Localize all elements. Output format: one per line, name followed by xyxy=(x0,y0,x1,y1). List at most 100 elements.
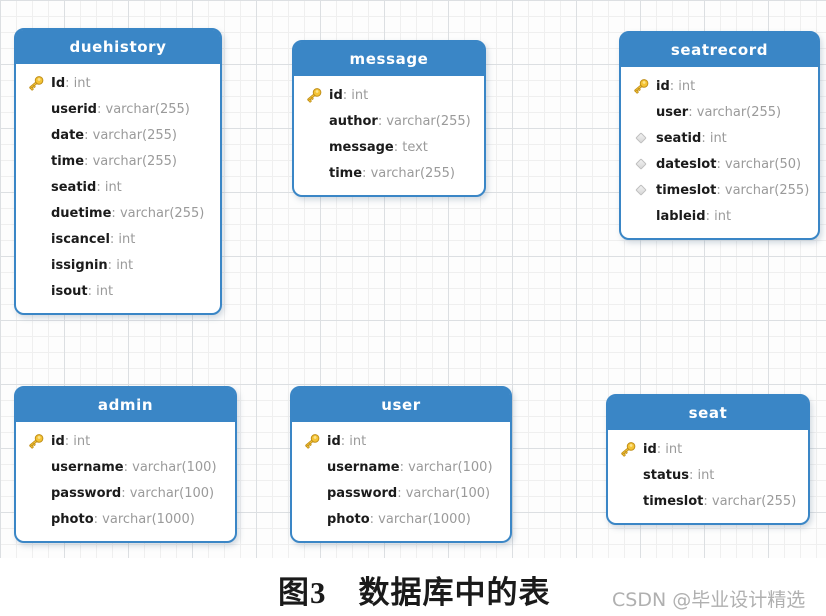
field-name: time xyxy=(329,165,363,181)
no-icon xyxy=(25,203,46,223)
field-name: lableid xyxy=(656,208,706,224)
primary-key-icon xyxy=(25,73,46,93)
field-type: int xyxy=(657,442,682,457)
field-type: varchar(255) xyxy=(362,166,455,181)
csdn-watermark: CSDN @毕业设计精选 xyxy=(612,589,806,611)
field-name: photo xyxy=(51,511,94,527)
field-type: varchar(50) xyxy=(716,157,801,172)
field-name: timeslot xyxy=(643,493,704,509)
field-name: status xyxy=(643,467,689,483)
field-type: int xyxy=(65,76,91,91)
field-row-seat-status: statusint xyxy=(617,462,800,488)
field-type: varchar(100) xyxy=(397,486,490,501)
no-icon xyxy=(630,206,651,226)
field-row-duehistory-time: timevarchar(255) xyxy=(25,148,212,174)
no-icon xyxy=(25,177,46,197)
field-row-message-time: timevarchar(255) xyxy=(303,160,476,186)
field-name: userid xyxy=(51,101,97,117)
field-name: timeslot xyxy=(656,182,717,198)
table-seatrecord[interactable]: seatrecordidintuservarchar(255)seatidint… xyxy=(619,31,820,240)
field-name: id xyxy=(643,441,657,457)
field-row-duehistory-iscancel: iscancelint xyxy=(25,226,212,252)
field-type: varchar(100) xyxy=(121,486,214,501)
table-title-user: user xyxy=(292,388,510,422)
field-name: time xyxy=(51,153,85,169)
field-row-duehistory-Id: Idint xyxy=(25,70,212,96)
field-row-seatrecord-lableid: lableidint xyxy=(630,203,810,229)
table-fields: idintusernamevarchar(100)passwordvarchar… xyxy=(16,422,235,541)
figure-caption: 图3 数据库中的表 xyxy=(278,575,551,610)
field-row-seat-timeslot: timeslotvarchar(255) xyxy=(617,488,800,514)
field-row-seatrecord-id: idint xyxy=(630,73,810,99)
table-fields: idintstatusinttimeslotvarchar(255) xyxy=(608,430,808,523)
no-icon xyxy=(25,281,46,301)
table-duehistory[interactable]: duehistoryIdintuseridvarchar(255)datevar… xyxy=(14,28,222,315)
no-icon xyxy=(25,99,46,119)
field-name: seatid xyxy=(51,179,97,195)
field-row-seatrecord-user: uservarchar(255) xyxy=(630,99,810,125)
field-row-duehistory-userid: useridvarchar(255) xyxy=(25,96,212,122)
no-icon xyxy=(630,102,651,122)
table-title-admin: admin xyxy=(16,388,235,422)
no-icon xyxy=(25,457,46,477)
field-type: varchar(255) xyxy=(378,114,470,129)
no-icon xyxy=(303,111,324,131)
table-title-seatrecord: seatrecord xyxy=(621,33,818,67)
field-type: int xyxy=(96,180,122,195)
field-type: varchar(255) xyxy=(111,206,204,221)
field-name: isout xyxy=(51,283,88,299)
no-icon xyxy=(25,229,46,249)
field-type: int xyxy=(108,258,133,273)
field-name: username xyxy=(51,459,124,475)
table-message[interactable]: messageidintauthorvarchar(255)messagetex… xyxy=(292,40,486,197)
no-icon xyxy=(617,491,638,511)
table-title-seat: seat xyxy=(608,396,808,430)
no-icon xyxy=(25,255,46,275)
table-fields: idintuservarchar(255)seatidintdateslotva… xyxy=(621,67,818,238)
field-row-seatrecord-timeslot: timeslotvarchar(255) xyxy=(630,177,810,203)
field-name: id xyxy=(329,87,343,103)
field-name: password xyxy=(327,485,398,501)
table-user[interactable]: useridintusernamevarchar(100)passwordvar… xyxy=(290,386,512,543)
field-type: varchar(1000) xyxy=(94,512,195,527)
no-icon xyxy=(617,465,638,485)
field-row-admin-id: idint xyxy=(25,428,227,454)
field-row-duehistory-issignin: issigninint xyxy=(25,252,212,278)
table-admin[interactable]: adminidintusernamevarchar(100)passwordva… xyxy=(14,386,237,543)
table-title-message: message xyxy=(294,42,484,76)
field-type: int xyxy=(689,468,714,483)
field-row-duehistory-duetime: duetimevarchar(255) xyxy=(25,200,212,226)
field-row-admin-password: passwordvarchar(100) xyxy=(25,480,227,506)
field-name: issignin xyxy=(51,257,108,273)
table-fields: Idintuseridvarchar(255)datevarchar(255)t… xyxy=(16,64,220,313)
field-type: int xyxy=(341,434,366,449)
field-name: photo xyxy=(327,511,370,527)
primary-key-icon xyxy=(25,431,46,451)
field-type: varchar(100) xyxy=(124,460,216,475)
field-type: int xyxy=(670,79,695,94)
field-name: Id xyxy=(51,75,66,91)
field-type: int xyxy=(88,284,113,299)
field-name: password xyxy=(51,485,122,501)
no-icon xyxy=(25,151,46,171)
no-icon xyxy=(25,125,46,145)
field-name: dateslot xyxy=(656,156,717,172)
field-row-user-username: usernamevarchar(100) xyxy=(301,454,502,480)
field-type: int xyxy=(110,232,135,247)
field-type: varchar(255) xyxy=(716,183,809,198)
field-row-duehistory-date: datevarchar(255) xyxy=(25,122,212,148)
field-type: varchar(1000) xyxy=(370,512,471,527)
field-name: date xyxy=(51,127,85,143)
field-type: int xyxy=(343,88,368,103)
table-seat[interactable]: seatidintstatusinttimeslotvarchar(255) xyxy=(606,394,810,525)
primary-key-icon xyxy=(301,431,322,451)
field-name: seatid xyxy=(656,130,702,146)
field-row-message-id: idint xyxy=(303,82,476,108)
field-row-seatrecord-seatid: seatidint xyxy=(630,125,810,151)
field-name: user xyxy=(656,104,689,120)
primary-key-icon xyxy=(303,85,324,105)
field-row-seatrecord-dateslot: dateslotvarchar(50) xyxy=(630,151,810,177)
no-icon xyxy=(301,457,322,477)
field-row-admin-username: usernamevarchar(100) xyxy=(25,454,227,480)
field-type: varchar(255) xyxy=(688,105,781,120)
